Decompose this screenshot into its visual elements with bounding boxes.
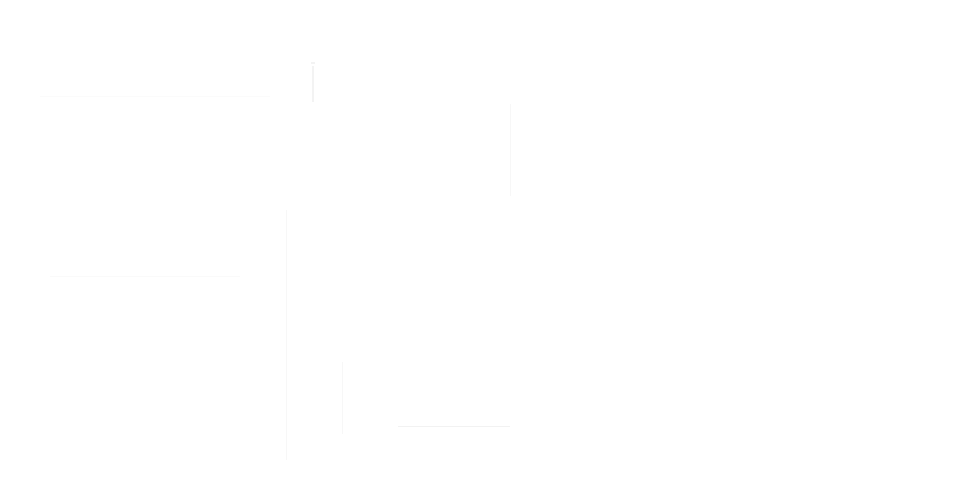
underline-bar [398,426,510,427]
text-cursor-icon [311,62,315,102]
panel-divider-left [286,210,287,460]
header-divider [40,96,270,97]
panel-divider-top [510,104,511,196]
inner-divider [342,362,343,434]
row-divider [50,276,240,277]
